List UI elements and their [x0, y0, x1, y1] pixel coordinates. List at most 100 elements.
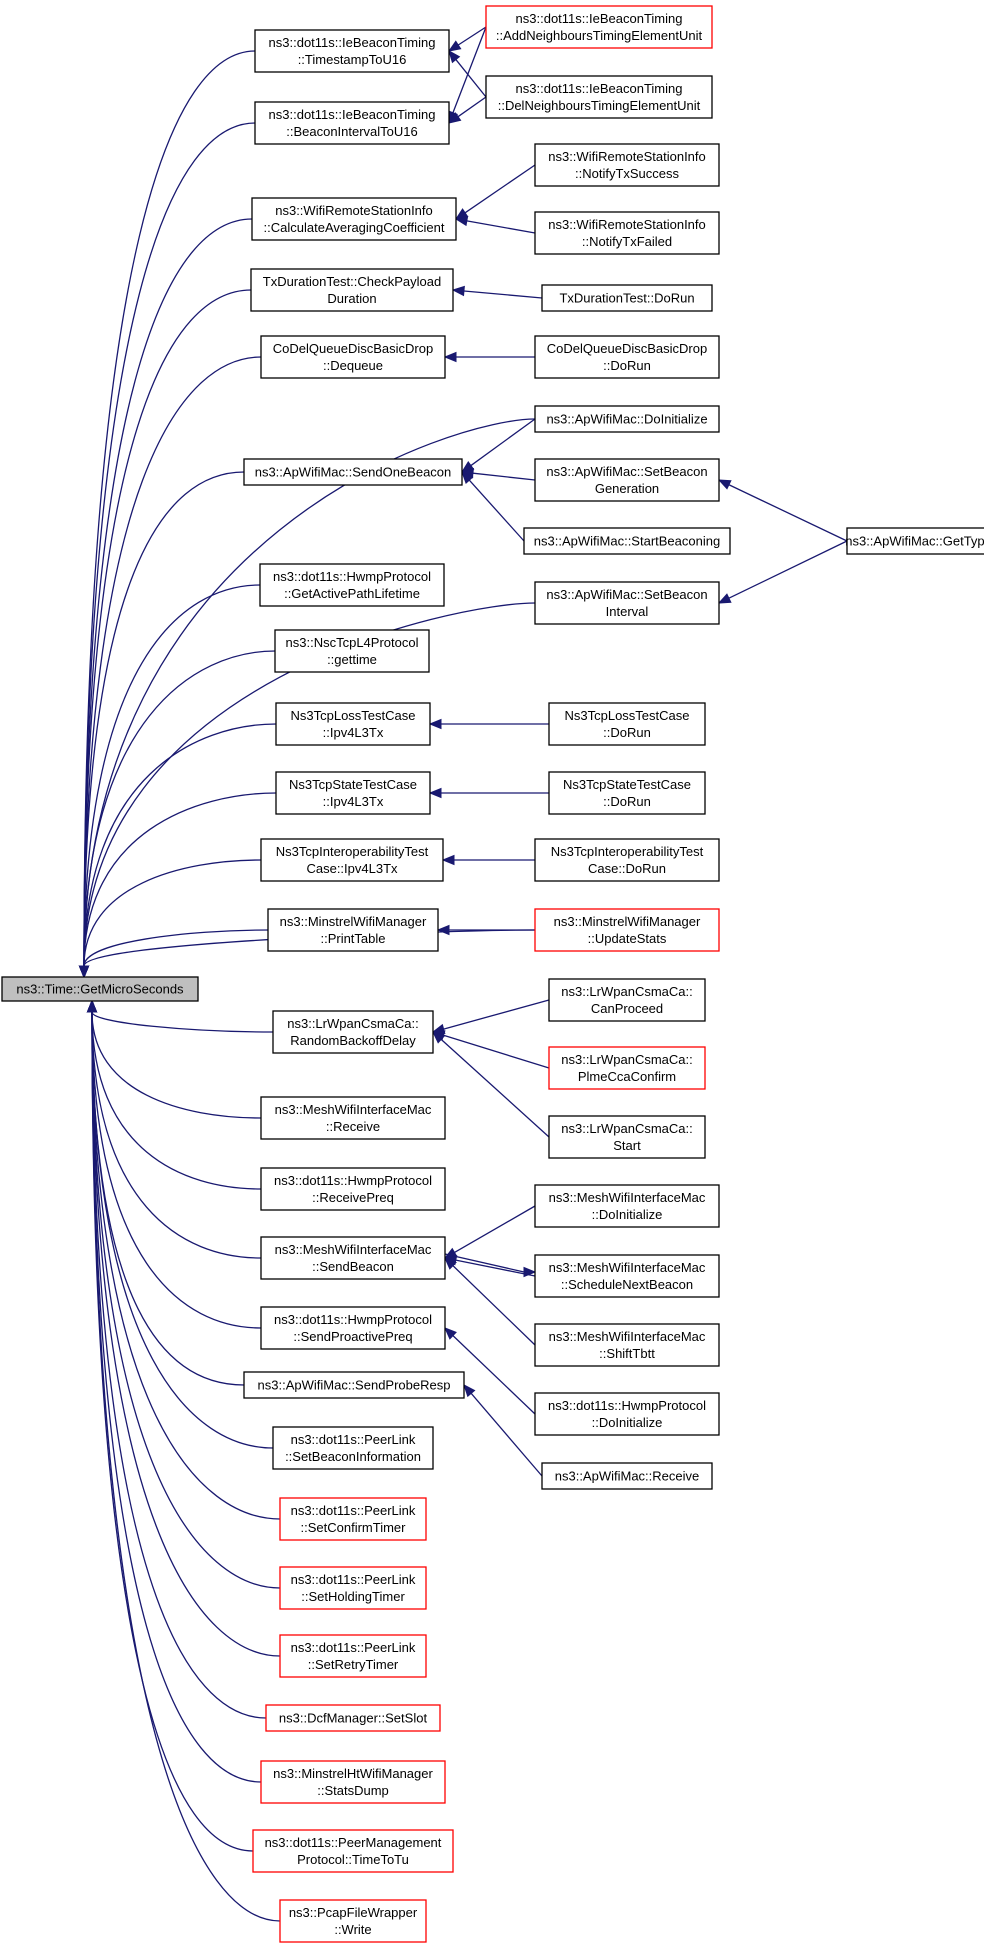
graph-node-plsht[interactable]: ns3::dot11s::PeerLink::SetHoldingTimer — [279, 1566, 427, 1610]
graph-node-plsrt[interactable]: ns3::dot11s::PeerLink::SetRetryTimer — [279, 1634, 427, 1678]
node-box — [534, 908, 720, 952]
graph-node-mwsb[interactable]: ns3::MeshWifiInterfaceMac::SendBeacon — [260, 1236, 446, 1280]
edge-mwsb-to-root — [91, 1011, 262, 1259]
node-label: ns3::dot11s::IeBeaconTiming — [516, 11, 683, 26]
graph-node-plsbi[interactable]: ns3::dot11s::PeerLink::SetBeaconInformat… — [272, 1426, 434, 1470]
node-label: ::gettime — [327, 652, 377, 667]
node-label: ns3::dot11s::HwmpProtocol — [273, 569, 431, 584]
node-label: ns3::MinstrelWifiManager — [280, 914, 427, 929]
graph-node-mwdoi[interactable]: ns3::MeshWifiInterfaceMac::DoInitialize — [534, 1184, 720, 1228]
edge-cdeq-to-root — [83, 356, 262, 967]
graph-node-mus[interactable]: ns3::MinstrelWifiManager::UpdateStats — [534, 908, 720, 952]
node-label: ns3::dot11s::HwmpProtocol — [274, 1173, 432, 1188]
graph-node-hspp[interactable]: ns3::dot11s::HwmpProtocol::SendProactive… — [260, 1306, 446, 1350]
edge-tstx-to-root — [83, 792, 277, 967]
graph-node-hdoi[interactable]: ns3::dot11s::HwmpProtocol::DoInitialize — [534, 1392, 720, 1436]
graph-node-bi16[interactable]: ns3::dot11s::IeBeaconTiming::BeaconInter… — [254, 101, 450, 145]
node-box — [260, 1306, 446, 1350]
node-label: ::UpdateStats — [588, 931, 667, 946]
graph-node-ts16[interactable]: ns3::dot11s::IeBeaconTiming::TimestampTo… — [254, 29, 450, 73]
graph-node-tltx[interactable]: Ns3TcpLossTestCase::Ipv4L3Tx — [275, 702, 431, 746]
edge-lrcp-to-lrbd — [443, 999, 550, 1030]
graph-node-lrpcc[interactable]: ns3::LrWpanCsmaCa::PlmeCcaConfirm — [548, 1046, 706, 1090]
arrowhead-mus-to-mpt — [436, 924, 450, 936]
graph-node-plsct[interactable]: ns3::dot11s::PeerLink::SetConfirmTimer — [279, 1497, 427, 1541]
edge-lrpcc-to-lrbd — [443, 1034, 550, 1069]
node-box — [260, 1167, 446, 1211]
graph-node-tsrun[interactable]: Ns3TcpStateTestCase::DoRun — [548, 771, 706, 815]
node-label: Duration — [327, 291, 376, 306]
node-box — [534, 143, 720, 187]
node-label: ns3::ApWifiMac::GetTypeId — [845, 534, 984, 549]
graph-node-mpt[interactable]: ns3::MinstrelWifiManager::PrintTable — [267, 908, 439, 952]
node-box — [534, 838, 720, 882]
graph-node-pfww[interactable]: ns3::PcapFileWrapper::Write — [279, 1899, 427, 1943]
arrowhead-tirun-to-titx — [441, 854, 455, 866]
graph-node-delnb[interactable]: ns3::dot11s::IeBeaconTiming::DelNeighbou… — [485, 75, 713, 119]
graph-node-dcfss[interactable]: ns3::DcfManager::SetSlot — [265, 1704, 441, 1732]
edge-delnb-to-bi16 — [457, 96, 487, 118]
graph-node-pmttt[interactable]: ns3::dot11s::PeerManagementProtocol::Tim… — [252, 1829, 454, 1873]
arrowhead-tlrun-to-tltx — [428, 718, 442, 730]
edge-txrun-to-txcpd — [463, 290, 543, 299]
node-label: ns3::dot11s::IeBeaconTiming — [269, 107, 436, 122]
edge-titx-to-root — [83, 859, 262, 967]
graph-node-aprcv[interactable]: ns3::ApWifiMac::Receive — [541, 1462, 713, 1490]
edge-aprcv-to-apspr — [470, 1392, 543, 1477]
graph-node-tstx[interactable]: Ns3TcpStateTestCase::Ipv4L3Tx — [275, 771, 431, 815]
node-label: ::AddNeighboursTimingElementUnit — [496, 28, 703, 43]
graph-node-hrpq[interactable]: ns3::dot11s::HwmpProtocol::ReceivePreq — [260, 1167, 446, 1211]
graph-node-cdeq[interactable]: CoDelQueueDiscBasicDrop::Dequeue — [260, 335, 446, 379]
node-box — [267, 908, 439, 952]
node-label: ::SendBeacon — [312, 1259, 394, 1274]
node-box — [548, 1046, 706, 1090]
graph-node-mhsd[interactable]: ns3::MinstrelHtWifiManager::StatsDump — [260, 1760, 446, 1804]
graph-node-addnb[interactable]: ns3::dot11s::IeBeaconTiming::AddNeighbou… — [485, 5, 713, 49]
graph-node-hgapl[interactable]: ns3::dot11s::HwmpProtocol::GetActivePath… — [259, 563, 445, 607]
graph-node-mwrcv[interactable]: ns3::MeshWifiInterfaceMac::Receive — [260, 1096, 446, 1140]
graph-node-lrst[interactable]: ns3::LrWpanCsmaCa::Start — [548, 1115, 706, 1159]
graph-node-ntxf[interactable]: ns3::WifiRemoteStationInfo::NotifyTxFail… — [534, 211, 720, 255]
graph-node-lrcp[interactable]: ns3::LrWpanCsmaCa::CanProceed — [548, 978, 706, 1022]
node-label: ::BeaconIntervalToU16 — [286, 124, 418, 139]
graph-node-apsb[interactable]: ns3::ApWifiMac::StartBeaconing — [523, 527, 731, 555]
edge-apdoi-to-apsob — [470, 418, 536, 467]
node-box — [534, 211, 720, 255]
graph-node-lrbd[interactable]: ns3::LrWpanCsmaCa::RandomBackoffDelay — [272, 1010, 434, 1054]
graph-node-nscgt[interactable]: ns3::NscTcpL4Protocol::gettime — [274, 629, 430, 673]
node-label: Case::Ipv4L3Tx — [306, 861, 398, 876]
edge-aptid-to-apsbg — [728, 484, 848, 542]
node-label: ::Receive — [326, 1119, 380, 1134]
graph-node-crun[interactable]: CoDelQueueDiscBasicDrop::DoRun — [534, 335, 720, 379]
node-label: ::DoRun — [603, 358, 651, 373]
node-label: ns3::LrWpanCsmaCa:: — [561, 984, 693, 999]
graph-node-apspr[interactable]: ns3::ApWifiMac::SendProbeResp — [243, 1371, 465, 1399]
node-label: ns3::DcfManager::SetSlot — [279, 1711, 428, 1726]
node-label: Generation — [595, 481, 659, 496]
node-box — [534, 1323, 720, 1367]
node-label: ::ShiftTbtt — [599, 1346, 655, 1361]
graph-node-mwsnb[interactable]: ns3::MeshWifiInterfaceMac::ScheduleNextB… — [534, 1254, 720, 1298]
graph-node-aptid[interactable]: ns3::ApWifiMac::GetTypeId — [845, 527, 984, 555]
graph-node-ntxs[interactable]: ns3::WifiRemoteStationInfo::NotifyTxSucc… — [534, 143, 720, 187]
graph-node-cac[interactable]: ns3::WifiRemoteStationInfo::CalculateAve… — [251, 197, 457, 241]
graph-node-apdoi[interactable]: ns3::ApWifiMac::DoInitialize — [534, 405, 720, 433]
node-label: ::Ipv4L3Tx — [323, 725, 384, 740]
call-edges — [78, 26, 848, 1922]
node-box — [260, 1096, 446, 1140]
graph-node-txrun[interactable]: TxDurationTest::DoRun — [541, 284, 713, 312]
node-box — [523, 527, 731, 555]
node-box — [252, 1829, 454, 1873]
graph-node-apsob[interactable]: ns3::ApWifiMac::SendOneBeacon — [243, 458, 463, 486]
graph-node-mwstb[interactable]: ns3::MeshWifiInterfaceMac::ShiftTbtt — [534, 1323, 720, 1367]
graph-node-tlrun[interactable]: Ns3TcpLossTestCase::DoRun — [548, 702, 706, 746]
node-label: CanProceed — [591, 1001, 663, 1016]
graph-node-root[interactable]: ns3::Time::GetMicroSeconds — [1, 976, 199, 1002]
node-label: ::Dequeue — [323, 358, 383, 373]
node-label: ns3::dot11s::HwmpProtocol — [548, 1398, 706, 1413]
